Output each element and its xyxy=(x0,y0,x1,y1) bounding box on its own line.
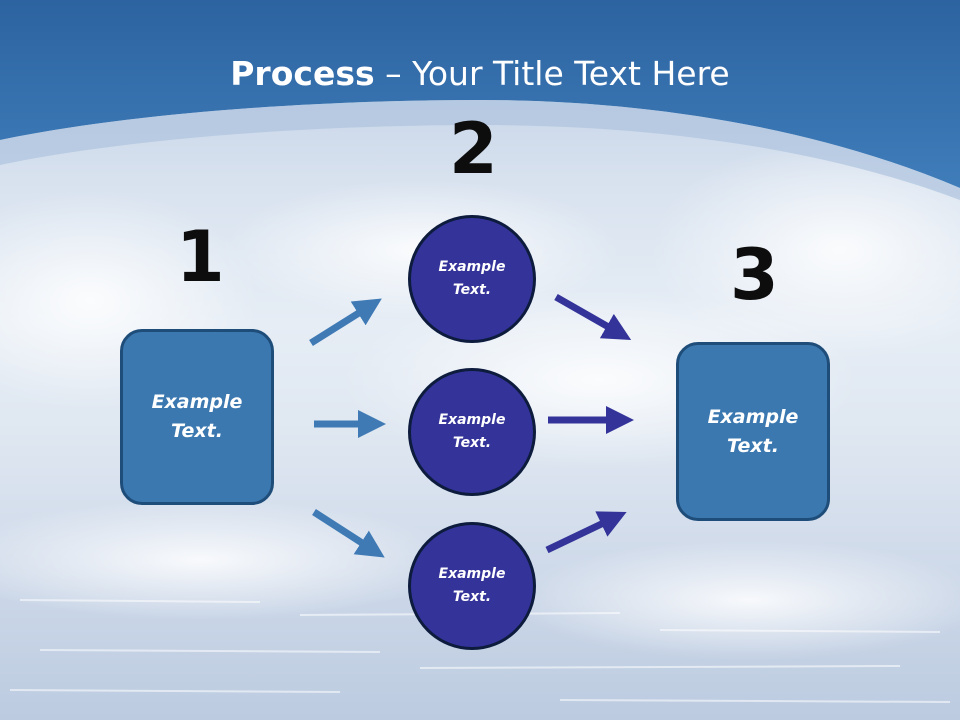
arrow-left-to-bottom xyxy=(312,509,385,558)
right-box: Example Text. xyxy=(676,342,830,521)
title-rest: – Your Title Text Here xyxy=(374,54,730,93)
circle-top: Example Text. xyxy=(408,215,536,343)
left-box: Example Text. xyxy=(120,329,274,505)
circle-bottom: Example Text. xyxy=(408,522,536,650)
right-box-line2: Text. xyxy=(727,434,779,457)
arrow-top-to-right xyxy=(554,293,632,340)
cloud xyxy=(510,540,960,660)
circle-middle: Example Text. xyxy=(408,368,536,496)
step-number-1: 1 xyxy=(176,216,225,298)
circle-bottom-line2: Text. xyxy=(452,589,492,605)
circle-bottom-line1: Example xyxy=(438,566,506,582)
header-band xyxy=(0,0,960,188)
water-lines xyxy=(9,599,951,703)
circle-top-line1: Example xyxy=(438,259,506,275)
right-box-line1: Example xyxy=(707,405,799,428)
title-bold: Process xyxy=(230,54,375,93)
arrow-bottom-to-right xyxy=(545,511,627,554)
circle-top-line2: Text. xyxy=(452,282,492,298)
slide-title: Process – Your Title Text Here xyxy=(0,54,960,93)
step-number-3: 3 xyxy=(730,234,779,316)
arrow-left-to-top xyxy=(309,298,382,346)
left-box-line1: Example xyxy=(151,391,243,413)
left-box-line2: Text. xyxy=(171,420,223,442)
header-swoosh xyxy=(0,100,960,200)
circle-middle-line2: Text. xyxy=(452,435,492,451)
step-number-2: 2 xyxy=(449,108,498,190)
circle-middle-line1: Example xyxy=(438,412,506,428)
